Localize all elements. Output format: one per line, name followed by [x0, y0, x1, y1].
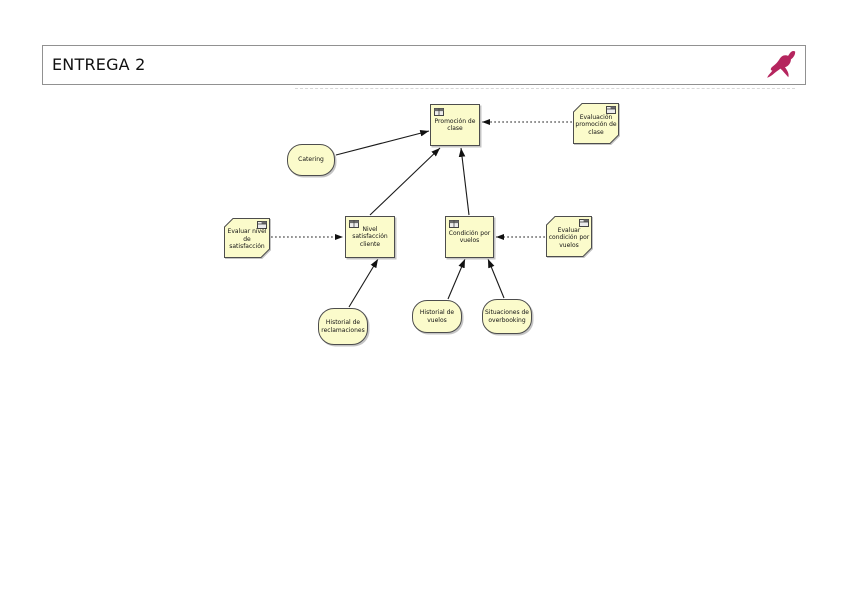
edge-catering-promocion	[335, 130, 430, 156]
table-icon	[579, 219, 589, 227]
node-label: Evaluación promoción de clase	[575, 113, 617, 136]
edge-condicion-promocion	[458, 147, 470, 216]
node-evaluar-nivel-de-satisfaccion[interactable]: Evaluar nivel de satisfacción	[224, 218, 270, 258]
node-label: Promoción de clase	[434, 117, 476, 133]
node-catering[interactable]: Catering	[287, 144, 335, 176]
node-label: Historial de reclamaciones	[321, 319, 365, 334]
node-label: Evaluar nivel de satisfacción	[227, 228, 267, 251]
node-situaciones-de-overbooking[interactable]: Situaciones de overbooking	[482, 299, 532, 334]
table-icon	[257, 221, 267, 229]
node-label: Condición por vuelos	[448, 229, 491, 245]
node-nivel-satisfaccion-cliente[interactable]: Nivel satisfacción cliente	[345, 216, 395, 258]
node-condicion-por-vuelos[interactable]: Condición por vuelos	[445, 216, 494, 258]
table-icon	[434, 108, 444, 116]
page-title: ENTREGA 2	[52, 55, 146, 74]
edge-vuelos-condicion	[447, 258, 466, 300]
node-promocion-de-clase[interactable]: Promoción de clase	[430, 104, 480, 146]
edge-overbooking-condicion	[487, 258, 505, 299]
node-evaluar-condicion-por-vuelos[interactable]: Evaluar condición por vuelos	[546, 216, 592, 257]
page-margin-dashes	[295, 88, 795, 89]
table-icon	[349, 220, 359, 228]
table-icon	[606, 106, 616, 114]
node-evaluacion-promocion-de-clase[interactable]: Evaluación promoción de clase	[573, 103, 619, 144]
table-icon	[449, 220, 459, 228]
edge-reclamaciones-nivel	[348, 258, 379, 308]
node-historial-de-reclamaciones[interactable]: Historial de reclamaciones	[318, 308, 368, 345]
node-label: Nivel satisfacción cliente	[352, 225, 388, 248]
title-bar: ENTREGA 2	[42, 45, 806, 85]
node-label: Catering	[298, 156, 324, 164]
node-label: Situaciones de overbooking	[485, 309, 529, 324]
node-historial-de-vuelos[interactable]: Historial de vuelos	[412, 300, 462, 333]
node-label: Evaluar condición por vuelos	[548, 226, 590, 249]
archi-antelope-logo-icon	[767, 51, 796, 78]
node-label: Historial de vuelos	[419, 309, 455, 324]
edge-nivel-promocion	[369, 147, 441, 216]
